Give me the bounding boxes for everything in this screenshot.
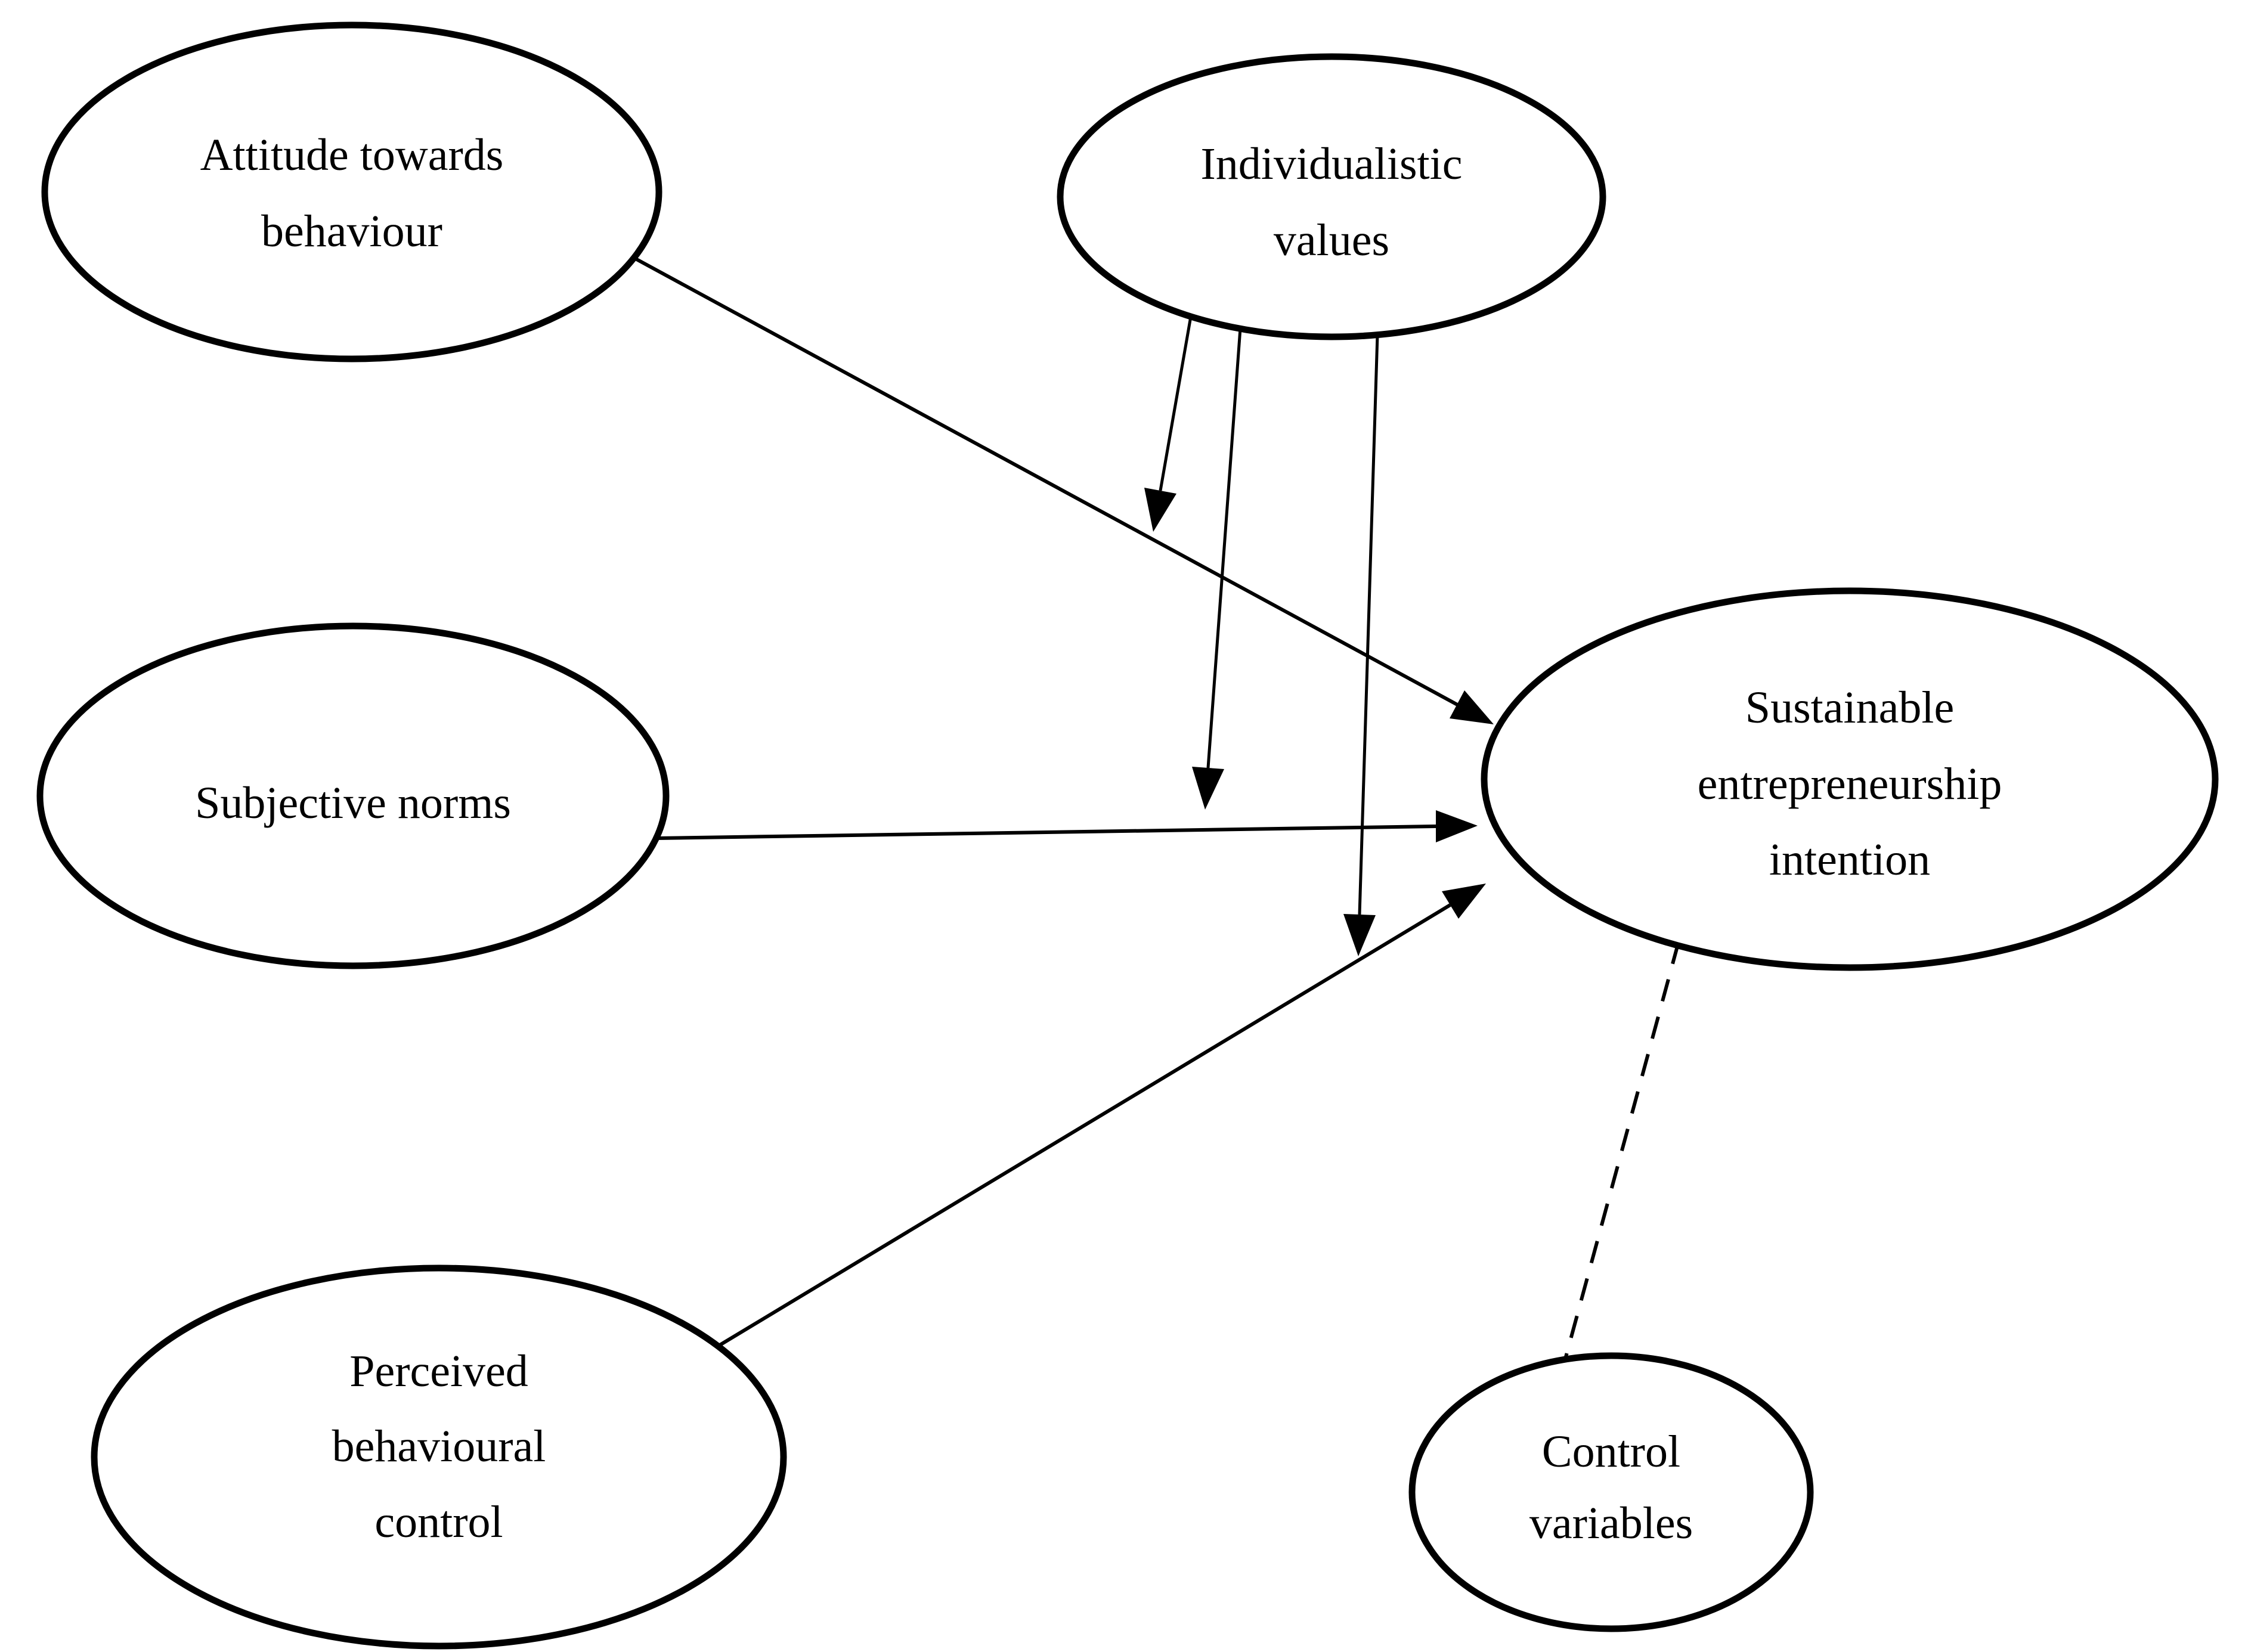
subjective-norms-ellipse	[36, 622, 670, 969]
arrow-attitude-to-intention-line	[633, 256, 1459, 706]
arrow-subjective-norms-to-intention	[656, 810, 1478, 842]
moderation-arrow-individualistic-on-pbc-path	[1343, 334, 1379, 956]
moderation-arrow-1-arrowhead-icon	[1144, 488, 1176, 532]
sustainable-entrepreneurship-intention-label-line-2: entrepreneurship	[1698, 759, 2002, 809]
individualistic-values-label-line-2: values	[1274, 215, 1389, 265]
control-variables-ellipse	[1408, 1352, 1814, 1632]
control-variables-label-line-1: Control	[1542, 1427, 1680, 1477]
arrow-pbc-to-intention	[717, 884, 1486, 1348]
arrow-subjective-norms-to-intention-arrowhead-icon	[1436, 810, 1478, 842]
arrow-attitude-to-intention	[633, 256, 1494, 724]
arrow-pbc-to-intention-arrowhead-icon	[1442, 884, 1486, 919]
node-perceived-behavioural-control: Perceived behavioural control	[91, 1264, 787, 1650]
node-individualistic-values: Individualistic values	[1057, 53, 1606, 340]
moderation-arrow-2-line	[1206, 328, 1242, 768]
node-subjective-norms: Subjective norms	[36, 622, 670, 969]
arrow-pbc-to-intention-line	[717, 903, 1451, 1348]
perceived-behavioural-control-label-line-2: behavioural	[332, 1421, 546, 1471]
perceived-behavioural-control-ellipse	[91, 1264, 787, 1650]
individualistic-values-label-line-1: Individualistic	[1200, 139, 1462, 189]
sustainable-entrepreneurship-intention-label-line-3: intention	[1769, 835, 1930, 885]
moderation-arrow-1-line	[1159, 316, 1193, 491]
arrow-attitude-to-intention-arrowhead-icon	[1450, 690, 1494, 724]
attitude-label-line-2: behaviour	[261, 206, 442, 256]
dashed-link-line	[1564, 941, 1680, 1357]
subjective-norms-label-line-1: Subjective norms	[195, 778, 511, 828]
dashed-link-control-variables-to-intention	[1564, 941, 1680, 1357]
moderation-arrow-3-line	[1358, 334, 1379, 915]
moderation-arrow-individualistic-on-attitude-path	[1144, 316, 1193, 532]
node-sustainable-entrepreneurship-intention: Sustainable entrepreneurship intention	[1481, 587, 2219, 971]
attitude-label-line-1: Attitude towards	[200, 130, 504, 180]
node-control-variables: Control variables	[1408, 1352, 1814, 1632]
arrow-subjective-norms-to-intention-line	[656, 825, 1436, 840]
sustainable-entrepreneurship-intention-ellipse	[1481, 587, 2219, 971]
moderation-arrow-individualistic-on-subjective-path	[1192, 328, 1242, 810]
moderation-arrow-3-arrowhead-icon	[1343, 914, 1376, 956]
individualistic-values-ellipse	[1057, 53, 1606, 340]
sustainable-entrepreneurship-intention-label-line-1: Sustainable	[1745, 683, 1954, 733]
perceived-behavioural-control-label-line-1: Perceived	[349, 1346, 528, 1396]
perceived-behavioural-control-label-line-3: control	[374, 1497, 503, 1547]
attitude-ellipse	[41, 21, 662, 362]
moderation-arrow-2-arrowhead-icon	[1192, 767, 1224, 810]
node-attitude-towards-behaviour: Attitude towards behaviour	[41, 21, 662, 362]
control-variables-label-line-2: variables	[1529, 1498, 1693, 1548]
